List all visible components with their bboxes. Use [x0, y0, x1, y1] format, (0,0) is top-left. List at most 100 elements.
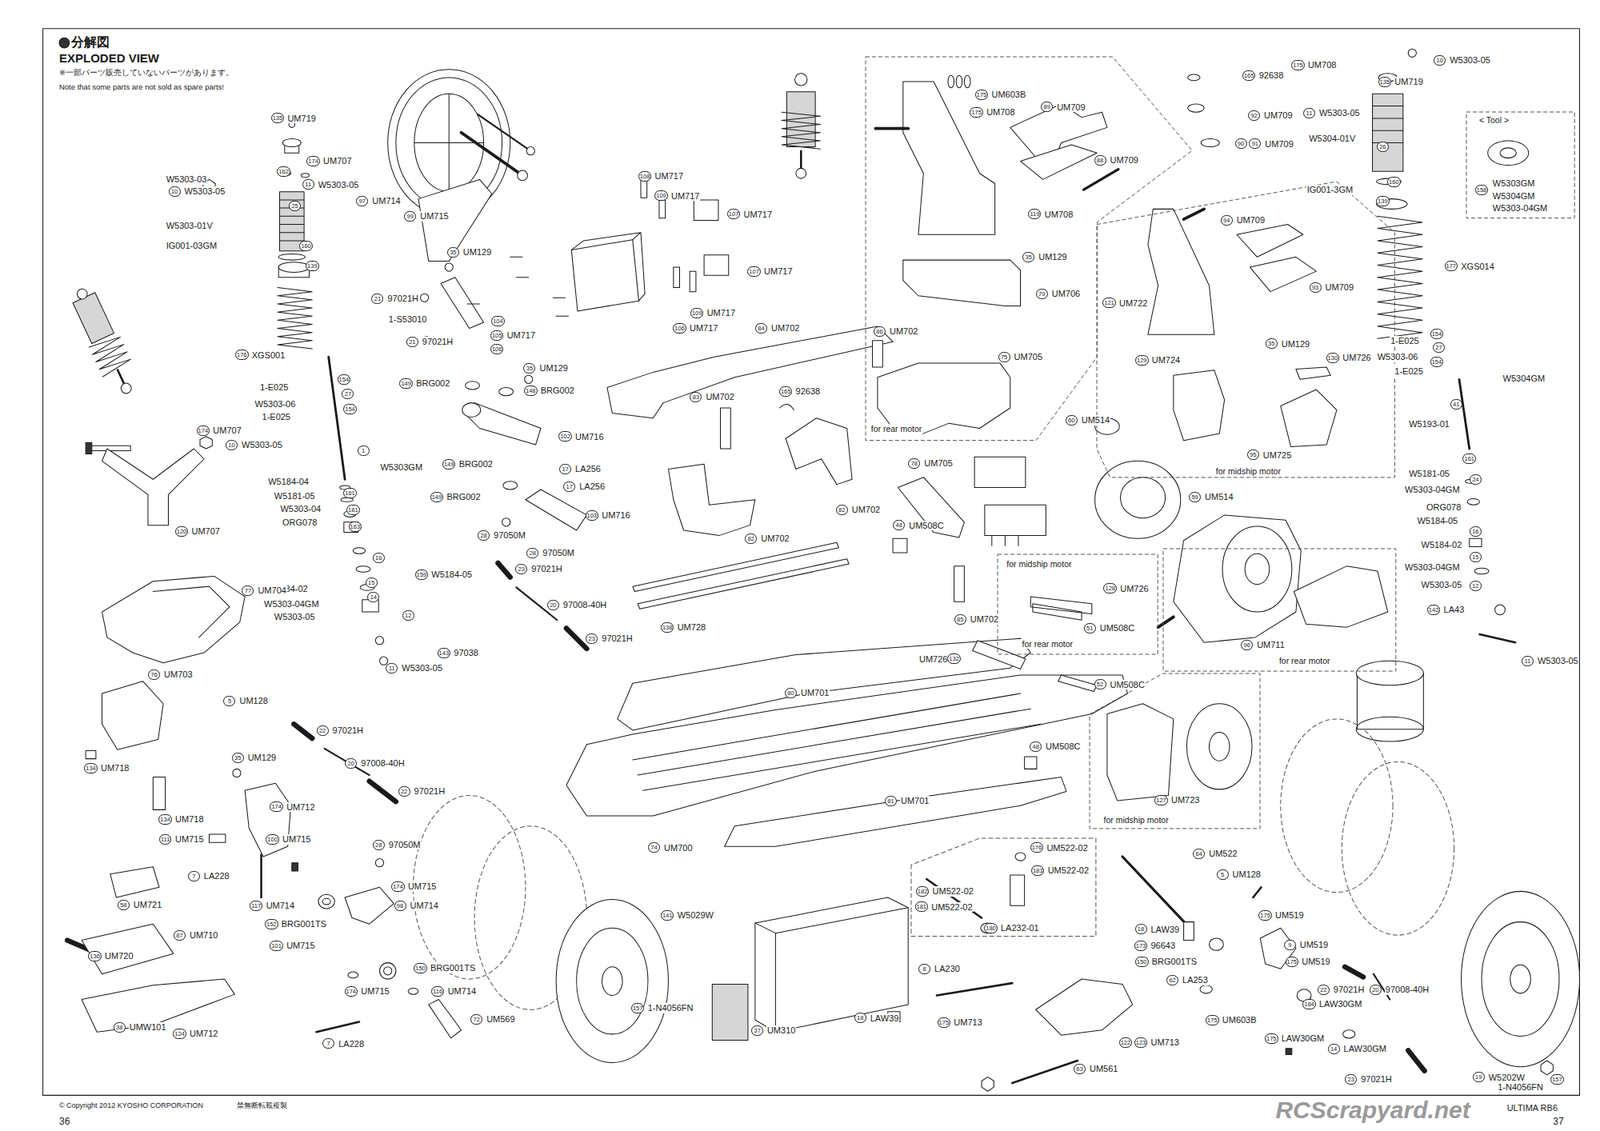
- part-number: 97021H: [386, 293, 420, 304]
- part-number: UM715: [174, 834, 204, 845]
- front-shock-parts: [375, 636, 384, 645]
- rear-suspension-parts: [1184, 922, 1195, 941]
- part-number: UM508C: [908, 520, 944, 532]
- front-shock-parts: [279, 216, 304, 217]
- front-tower-and-bulkhead: [85, 750, 96, 759]
- region-label: for midship motor: [1214, 466, 1283, 476]
- callout-number: 175: [1258, 910, 1272, 921]
- part-number: W5303-04GM: [1404, 562, 1460, 573]
- part-number: UM508C: [1099, 623, 1136, 634]
- callout-number: 149: [442, 459, 456, 470]
- steering-and-servo: [510, 256, 523, 258]
- part-number: 97021H: [421, 336, 455, 348]
- front-shock-parts: [352, 548, 365, 555]
- page-frame: [43, 28, 1580, 1096]
- part-number: UM713: [952, 1017, 983, 1028]
- front-suspension-parts: [344, 887, 394, 924]
- region-outline: [865, 56, 1192, 441]
- part-number: 97021H: [332, 725, 365, 736]
- callout-number: 101: [269, 940, 284, 952]
- part-number: BRG001TS: [429, 963, 476, 974]
- callout-number: 60: [1065, 415, 1078, 426]
- front-wheel-assembly: [517, 170, 528, 181]
- part-number: BRG002: [445, 492, 481, 503]
- region-label: for midship motor: [1102, 815, 1171, 825]
- region-outline: [1096, 181, 1395, 480]
- rear-suspension-parts: [911, 838, 1096, 936]
- part-number: UM723: [1170, 795, 1200, 806]
- chassis: [637, 559, 849, 609]
- part-number: UM717: [706, 308, 736, 319]
- drivetrain-parts: [1244, 553, 1270, 584]
- part-number: W5303-05: [317, 180, 360, 191]
- part-number: 96643: [1150, 940, 1177, 952]
- rear-suspension-parts: [981, 1076, 994, 1092]
- part-number: UM714: [408, 900, 439, 912]
- part-number: UM128: [238, 696, 268, 707]
- callout-number: 83: [689, 392, 702, 403]
- part-number: W5202W: [1488, 1072, 1526, 1084]
- callout-number: 22: [316, 725, 329, 736]
- callout-number: 183: [1031, 865, 1045, 876]
- wheels: [1510, 964, 1532, 994]
- part-number: UM726: [918, 654, 948, 665]
- part-number: UM717: [763, 266, 793, 277]
- callout-number: 175: [937, 1017, 952, 1028]
- callout-number: 14: [1328, 1044, 1340, 1055]
- note-text: Note that some parts are not sold as spa…: [59, 83, 224, 92]
- rear-shock-parts: [1469, 538, 1482, 547]
- part-number: UM717: [670, 191, 700, 202]
- steering-and-servo: [444, 263, 453, 272]
- part-number: W5303-05: [1448, 55, 1492, 66]
- part-number: W5303-01V: [165, 220, 214, 232]
- part-number: 1-E025: [259, 382, 289, 393]
- rear-suspension-parts: [936, 983, 1012, 996]
- callout-number: 11: [302, 179, 315, 190]
- shock-absorber-figure: [795, 73, 808, 86]
- front-tower-and-bulkhead: [102, 448, 205, 526]
- part-number: W5304GM: [1502, 373, 1547, 384]
- rear-shock-parts: [1500, 148, 1516, 159]
- steering-and-servo: [499, 388, 514, 396]
- callout-number: 37: [751, 1025, 764, 1036]
- front-suspension-parts: [232, 768, 241, 777]
- rear-suspension-parts: [926, 879, 982, 918]
- part-number: UM129: [247, 752, 277, 764]
- callout-number: 106: [490, 344, 504, 355]
- callout-number: 184: [1302, 999, 1316, 1010]
- part-number: UM508C: [1108, 680, 1145, 691]
- steering-and-servo: [503, 481, 518, 490]
- part-number: W5303-04GM: [1492, 203, 1548, 214]
- part-number: W5303-04GM: [1404, 484, 1460, 496]
- callout-number: 121: [1102, 297, 1116, 308]
- callout-number: 134: [158, 814, 172, 825]
- callout-number: 136: [88, 951, 102, 962]
- part-number: UM129: [1037, 252, 1068, 263]
- part-number: UM702: [851, 504, 881, 516]
- callout-number: 152: [264, 919, 279, 930]
- part-number: BRG002: [415, 378, 451, 389]
- callout-number: 18: [854, 1012, 867, 1024]
- rear-motor-parts: [956, 75, 963, 88]
- chassis: [755, 908, 908, 1033]
- part-number: LAW30GM: [1318, 999, 1363, 1010]
- callout-number: 28: [526, 548, 539, 559]
- callout-number: 158: [1475, 184, 1489, 196]
- callout-number: 176: [235, 349, 249, 360]
- part-number: 97050M: [388, 840, 422, 851]
- wheels: [1461, 891, 1580, 1067]
- rear-suspension-parts: [1343, 1030, 1356, 1039]
- callout-number: 117: [249, 900, 263, 912]
- callout-number: 109: [654, 190, 668, 201]
- part-number: UM716: [574, 432, 604, 443]
- front-shock-parts: [282, 138, 301, 147]
- front-tower-and-bulkhead: [152, 586, 230, 638]
- callout-number: 78: [908, 458, 920, 469]
- steering-and-servo: [525, 489, 588, 531]
- shock-absorber-figure: [781, 112, 820, 149]
- callout-number: 35: [1265, 338, 1278, 349]
- region-label: < Tool >: [1477, 115, 1511, 125]
- part-number: UM728: [676, 622, 707, 633]
